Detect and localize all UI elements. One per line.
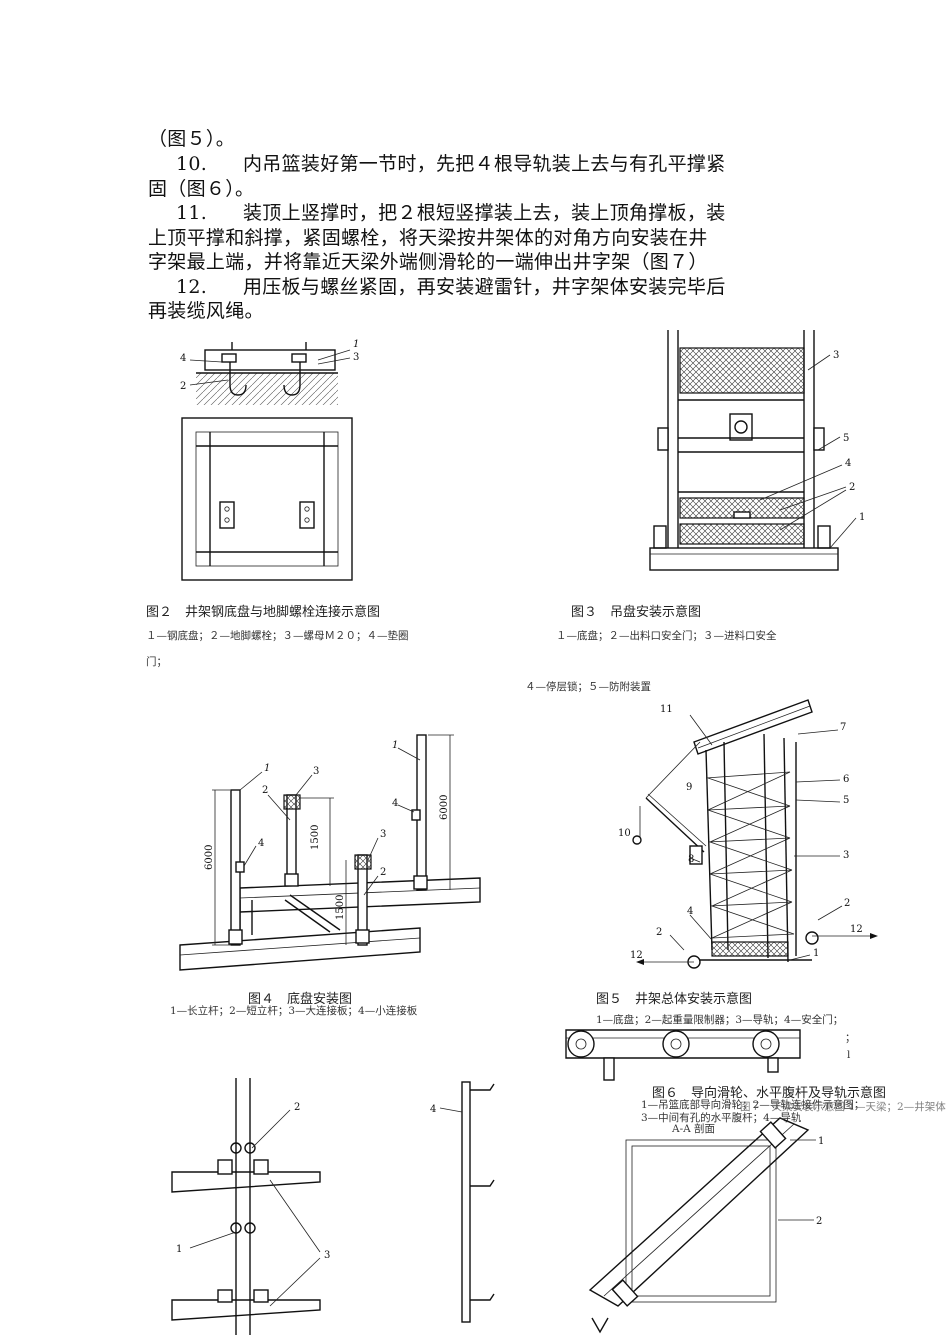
step-10-number: 10. [176,153,208,175]
fig4-label-4-left: 4 [258,838,264,849]
fig3-caption: 图３ 吊盘安装示意图 [571,605,702,620]
fig6-label-1: 1 [176,1244,182,1255]
fig3-label-1: 1 [859,512,865,523]
fig4-label-2-right: 2 [380,867,386,878]
fig3-legend: １—底盘；２—出料口安全门；３—进料口安全 [556,630,777,642]
fig5-label-11: 11 [660,704,673,715]
fig3-label-4: 4 [845,458,851,469]
step-12-text: 用压板与螺丝紧固，再安装避雷针，井字架体安装完毕后 [243,276,726,298]
fig4-label-1-right: 1 [392,740,398,751]
fig5-label-4: 4 [687,906,693,917]
fig2-caption: 图２ 井架钢底盘与地脚螺栓连接示意图 [146,605,381,620]
fig5-legend-extra-2: l [847,1049,851,1061]
fig2-label-2: 2 [180,381,186,392]
fig4-label-1-left: 1 [264,763,270,774]
fig2-label-3: 3 [353,352,359,363]
fig4-label-2-mid: 2 [262,785,268,796]
body-line-fig5-ref: （图５）。 [148,128,236,150]
fig5-label-6: 6 [843,774,849,785]
step-12-text-cont: 再装缆风绳。 [148,300,264,322]
fig6-legend-overlap: 图７ 天梁安装示意图 1—天梁；2—井架体 [740,1101,946,1113]
fig2-label-4: 4 [180,353,186,364]
step-11-number: 11. [176,202,208,224]
fig4-label-4-right: 4 [392,798,398,809]
fig5-label-12-left: 12 [630,950,643,961]
fig5-label-8: 8 [688,854,694,865]
fig5-label-2-right: 2 [844,898,850,909]
fig4-label-3-mid: 3 [313,766,319,777]
fig3-label-2: 2 [849,482,855,493]
fig5-label-1: 1 [813,948,819,959]
fig4-legend: 1—长立杆；2—短立杆；3—大连接板；4—小连接板 [170,1005,418,1017]
step-11-text: 装顶上竖撑时，把２根短竖撑装上去，装上顶角撑板，装 [243,202,726,224]
fig5-label-5: 5 [843,795,849,806]
fig5-legend: 1—底盘；2—起重量限制器；3—导轨；4—安全门； [596,1014,844,1026]
fig6-label-3: 3 [324,1250,330,1261]
fig6-label-1-section: 1 [818,1136,824,1147]
fig2-legend-cont: 门； [146,656,167,668]
step-11-text-cont-1: 上顶平撑和斜撑，紧固螺栓，将天梁按井架体的对角方向安装在井 [148,227,708,249]
fig2-label-1: 1 [353,339,359,350]
fig6-section-label: A-A 剖面 [672,1123,716,1135]
fig4-dim-6000-left: 6000 [204,845,215,870]
step-10-text: 内吊篮装好第一节时，先把４根导轨装上去与有孔平撑紧 [243,153,726,175]
fig5-label-10: 10 [618,828,631,839]
fig5-label-7: 7 [840,722,846,733]
step-10-text-cont: 固（图６）。 [148,178,255,200]
fig4-caption: 图４ 底盘安装图 [248,992,353,1007]
step-12-number: 12. [176,276,208,298]
fig5-label-9: 9 [686,782,692,793]
fig3-legend-cont: ４—停层锁；５—防附装置 [525,681,651,693]
fig6-legend: 1—吊篮底部导向滑轮；2—导轨连接件示意图； [641,1099,865,1111]
fig5-legend-extra-1: ； [845,1032,856,1044]
fig4-label-3-right: 3 [380,829,386,840]
fig6-legend-cont: 3—中间有孔的水平腹杆；4—导轨 [641,1112,802,1124]
fig5-label-3: 3 [843,850,849,861]
fig3-label-5: 5 [843,433,849,444]
fig5-label-2-left: 2 [656,927,662,938]
fig6-label-4: 4 [430,1104,436,1115]
fig6-label-2-section: 2 [816,1216,822,1227]
fig4-dim-1500-right: 1500 [335,895,346,920]
fig6-caption: 图６ 导向滑轮、水平腹杆及导轨示意图 [652,1086,887,1101]
fig4-dim-6000-right: 6000 [439,795,450,820]
step-11-text-cont-2: 字架最上端，并将靠近天梁外端侧滑轮的一端伸出井字架（图７） [148,251,708,273]
fig5-label-12-right: 12 [850,924,863,935]
fig2-legend: １—钢底盘；２—地脚螺栓；３—螺母Ｍ２０；４—垫圈 [146,630,409,642]
fig5-caption: 图５ 井架总体安装示意图 [596,992,753,1007]
fig3-label-3: 3 [833,350,839,361]
fig6-label-2: 2 [294,1102,300,1113]
fig4-dim-1500-mid: 1500 [310,825,321,850]
